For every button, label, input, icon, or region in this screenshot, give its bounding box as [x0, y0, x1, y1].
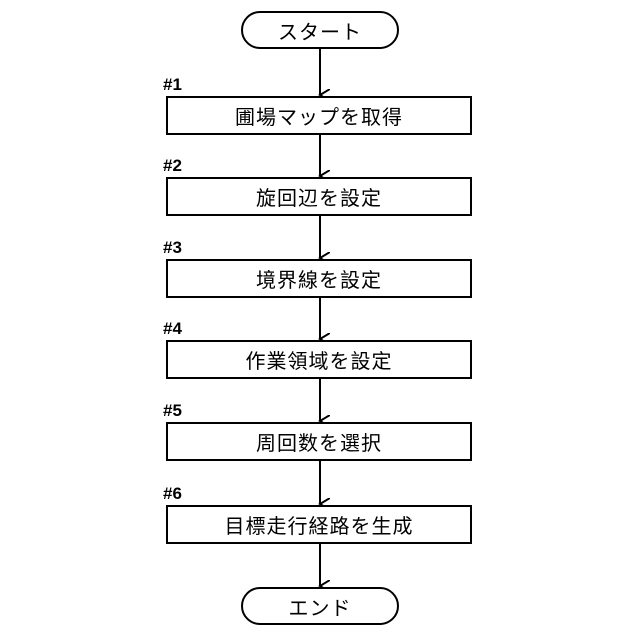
start-terminal: スタート — [241, 11, 399, 49]
step-label: 圃場マップを取得 — [235, 101, 403, 130]
process-step-set-boundary-line: 境界線を設定 — [166, 259, 472, 298]
process-step-get-field-map: 圃場マップを取得 — [166, 96, 472, 135]
step-number: #3 — [163, 239, 182, 257]
step-number: #4 — [163, 320, 182, 338]
step-number: #6 — [163, 485, 182, 503]
process-step-generate-target-route: 目標走行経路を生成 — [166, 505, 472, 544]
step-label: 周回数を選択 — [256, 427, 382, 456]
step-number: #1 — [163, 76, 182, 94]
end-label: エンド — [289, 592, 352, 621]
step-label: 境界線を設定 — [256, 264, 382, 293]
process-step-select-lap-count: 周回数を選択 — [166, 422, 472, 461]
step-label: 作業領域を設定 — [246, 345, 393, 374]
process-step-set-turning-side: 旋回辺を設定 — [166, 177, 472, 216]
process-step-set-work-area: 作業領域を設定 — [166, 340, 472, 379]
step-number: #5 — [163, 402, 182, 420]
step-label: 目標走行経路を生成 — [225, 510, 414, 539]
step-label: 旋回辺を設定 — [256, 182, 382, 211]
step-number: #2 — [163, 157, 182, 175]
start-label: スタート — [278, 16, 362, 45]
end-terminal: エンド — [241, 587, 399, 625]
